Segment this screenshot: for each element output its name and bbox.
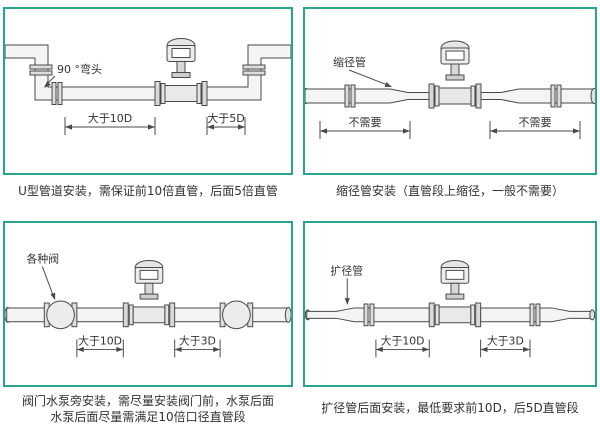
panel-valve-pump: 大于10D 大于3D 各种阀: [3, 221, 293, 387]
dim-label-left: 大于10D: [381, 334, 425, 348]
dimension-right: 大于3D: [480, 334, 531, 358]
pipe-end-cap: [284, 306, 291, 323]
flowmeter-graphic: [122, 260, 176, 328]
leader-arrow-icon: [344, 298, 350, 305]
reducer-diagram: 不需要 不需要 缩径管: [305, 40, 595, 139]
dimension-right: 大于3D: [174, 334, 221, 358]
dimension-left: 大于10D: [375, 334, 430, 358]
dim-label-right: 大于3D: [487, 334, 524, 348]
leader-arrow-icon: [50, 292, 58, 301]
dimension-right: 大于5D: [206, 111, 246, 135]
callout-label: 缩径管: [333, 55, 366, 69]
flowmeter-graphic: [154, 38, 208, 106]
valve-left-graphic: [43, 300, 78, 330]
caption-valve-pump-line1: 阀门水泵旁安装，需尽量安装阀门前，水泵后面: [21, 394, 274, 408]
dimension-left: 不需要: [319, 116, 411, 139]
caption-u-pipe: U型管道安装，需保证前10倍直管，后面5倍直管: [18, 184, 278, 198]
dim-label-left: 不需要: [349, 116, 382, 129]
caption-reducer: 缩径管安装（直管段上缩径，一般不需要）: [335, 184, 564, 198]
callout-elbow: 90 °弯头: [42, 62, 102, 90]
callout-reducer: 缩径管: [333, 55, 393, 90]
dim-label-right: 大于5D: [207, 111, 244, 125]
u-pipe-diagram: 大于10D 大于5D 90 °弯头: [5, 38, 291, 135]
valve-right-graphic: [219, 300, 254, 330]
valve-pump-diagram: 大于10D 大于3D 各种阀: [5, 252, 291, 358]
pipe-right-with-reducer-cone: [480, 88, 595, 104]
caption-valve-pump: 阀门水泵旁安装，需尽量安装阀门前，水泵后面 水泵后面尽量需满足10倍口径直管段: [3, 393, 293, 425]
dimension-left: 大于10D: [76, 334, 124, 358]
caption-expander: 扩径管后面安装，最低要求前10D，后5D直管段: [321, 401, 579, 415]
callout-label: 各种阀: [27, 252, 60, 266]
flowmeter-graphic: [428, 260, 482, 328]
dimension-left: 大于10D: [64, 111, 156, 135]
dim-label-right: 大于3D: [179, 334, 216, 348]
caption-valve-pump-line2: 水泵后面尽量需满足10倍口径直管段: [50, 410, 246, 424]
expander-diagram: 大于10D 大于3D 扩径管: [305, 260, 595, 358]
panel-reducer: 不需要 不需要 缩径管: [303, 7, 597, 175]
dim-label-left: 大于10D: [78, 334, 122, 348]
dimension-right: 不需要: [489, 116, 581, 139]
pipe-end-cap: [590, 88, 595, 104]
callout-label: 90 °弯头: [57, 62, 102, 76]
panel-expander: 大于10D 大于3D 扩径管: [303, 221, 597, 387]
callout-valves: 各种阀: [27, 252, 60, 301]
pipe-left-with-reducer-cone: [305, 88, 430, 104]
panel-u-pipe: 大于10D 大于5D 90 °弯头: [3, 7, 293, 175]
dim-label-right: 不需要: [519, 116, 552, 129]
callout-label: 扩径管: [330, 263, 363, 277]
leader-arrow-icon: [384, 82, 393, 90]
flowmeter-graphic: [428, 40, 482, 109]
callout-expander: 扩径管: [330, 263, 363, 305]
pipe-end-cap: [589, 309, 595, 321]
pipe-u-shape: [5, 44, 291, 101]
dim-label-left: 大于10D: [88, 111, 132, 125]
